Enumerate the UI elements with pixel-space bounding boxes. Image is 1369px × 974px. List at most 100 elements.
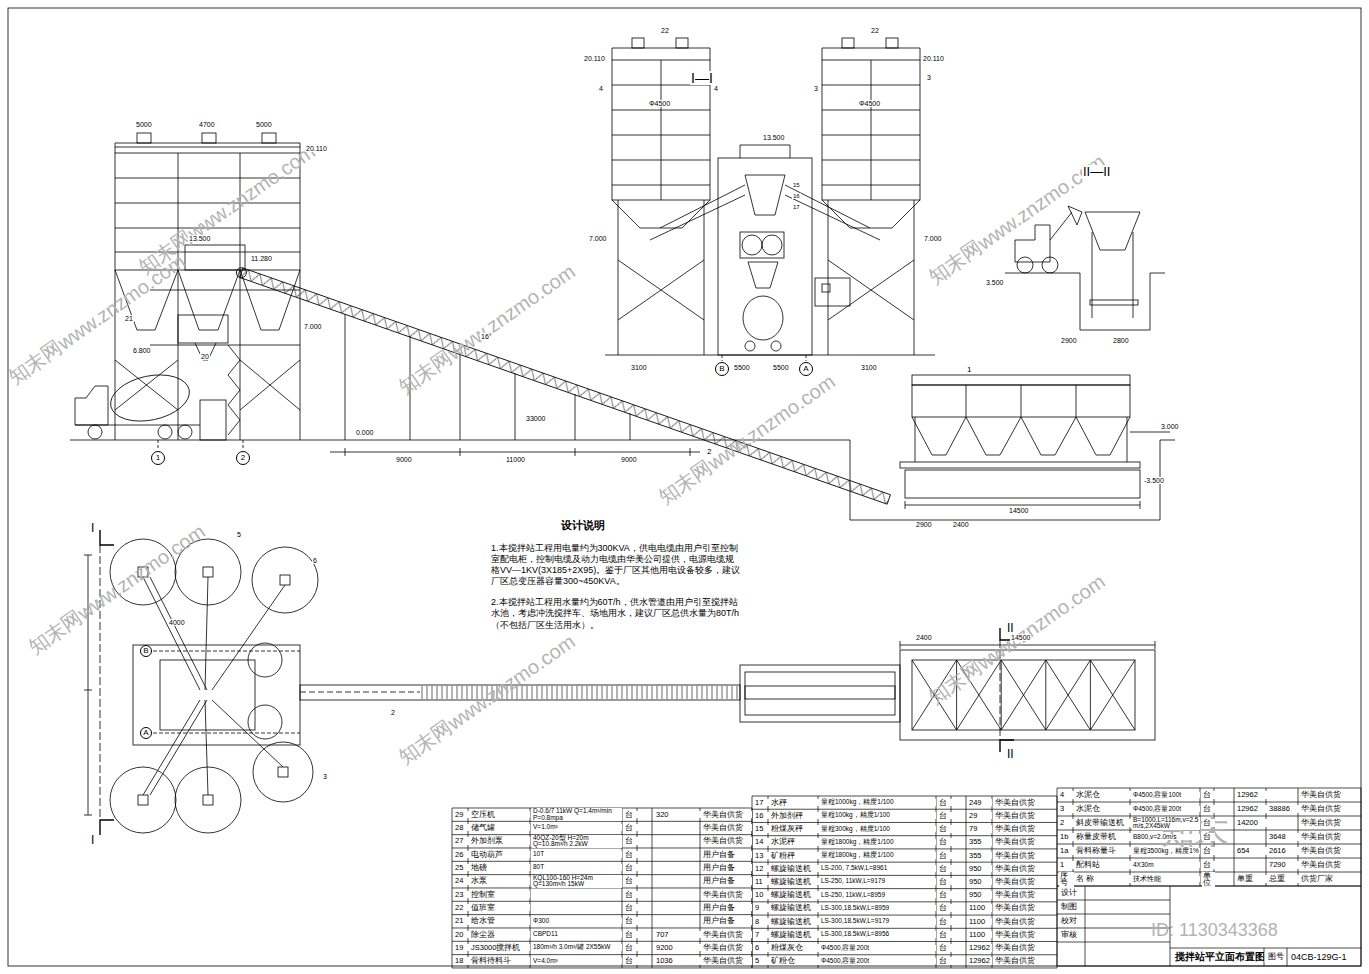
- parts-table: [752, 967, 1057, 968]
- table-cell: 950: [968, 878, 992, 886]
- table-cell: 台: [938, 931, 952, 939]
- table-cell: 19: [454, 944, 470, 952]
- table-cell: 24: [454, 877, 470, 885]
- conveyor-plan: [300, 665, 900, 722]
- loader-section: [1005, 206, 1165, 330]
- conveyor-plan: [300, 692, 420, 693]
- table-cell: Φ300: [532, 918, 622, 925]
- table-cell: 4X30m: [1132, 862, 1200, 869]
- tower-section: [605, 145, 935, 361]
- table-cell: 320: [655, 811, 701, 819]
- parts-table: [1234, 788, 1235, 886]
- section-mark: I—I: [690, 71, 714, 86]
- silo-section: [632, 38, 644, 48]
- plant-plan: [153, 651, 300, 733]
- table-cell: 矿粉仓: [770, 957, 819, 965]
- table-cell: 储气罐: [470, 824, 530, 832]
- silo-plan: [278, 767, 288, 777]
- silo-plan: [280, 575, 290, 585]
- table-cell: 图号: [1267, 953, 1285, 961]
- table-cell: 台: [938, 812, 952, 820]
- dimension-label: Φ4500: [648, 100, 671, 107]
- dimension-label: 2400: [952, 521, 970, 528]
- tower-section: [815, 278, 850, 306]
- table-cell: 1100: [968, 904, 992, 912]
- table-cell: Φ4500,容量100t: [1132, 792, 1200, 799]
- table-cell: 1: [1059, 861, 1074, 869]
- table-cell: LS-300,18.5kW,L=9179: [820, 918, 936, 925]
- mixing-tower: [150, 290, 300, 345]
- dimension-label: 2800: [1112, 337, 1130, 344]
- callout-number: 6: [312, 557, 318, 564]
- table-cell: 华美自供货: [1300, 819, 1360, 827]
- silo-section: [822, 48, 920, 60]
- callout-number: 4000: [168, 619, 186, 626]
- axis-label: A: [803, 365, 808, 373]
- table-cell: V=1.0m³: [532, 824, 622, 831]
- table-cell: 螺旋输送机: [770, 904, 819, 912]
- cement-silo: [137, 133, 151, 143]
- dimension-label: 15: [792, 182, 801, 188]
- tower-section: [748, 262, 778, 288]
- axis-bubble: A: [799, 362, 813, 376]
- table-cell: V=4.0m³: [532, 958, 622, 965]
- table-cell: 3648: [1268, 833, 1299, 841]
- table-cell: 12962: [1236, 791, 1267, 799]
- table-cell: 电动葫芦: [470, 851, 530, 859]
- silo-plan: [203, 795, 213, 805]
- table-cell: 6: [754, 944, 769, 952]
- table-cell: 38886: [1268, 805, 1299, 813]
- loader-section: [1068, 206, 1082, 225]
- silo-plan: [138, 795, 148, 805]
- table-cell: 7290: [1268, 861, 1299, 869]
- parts-table: [1057, 802, 1361, 803]
- table-cell: 校对: [1060, 917, 1078, 925]
- silo-section: [612, 200, 710, 228]
- table-cell: 28: [454, 824, 470, 832]
- tower-section: [771, 341, 781, 351]
- table-cell: Φ4500,容量200t: [820, 958, 936, 965]
- section-cut-mark: [100, 530, 1014, 835]
- parts-table: [1361, 886, 1362, 966]
- dimension-label: 20.110: [922, 55, 945, 62]
- table-cell: LS-250, 11kW,L=8959: [820, 892, 936, 899]
- table-cell: 台: [624, 904, 638, 912]
- table-cell: 台: [938, 865, 952, 873]
- silo-plan: [253, 742, 313, 802]
- table-cell: 华美自供货: [994, 852, 1056, 860]
- table-cell: 台: [624, 824, 638, 832]
- mixer-truck: [158, 425, 172, 439]
- table-cell: 华美自供货: [702, 811, 752, 819]
- table-cell: 26: [454, 851, 470, 859]
- table-cell: 249: [968, 799, 992, 807]
- aggregate-bins: [905, 470, 1140, 498]
- table-cell: 04CB-129G-1: [1290, 953, 1348, 962]
- table-cell: 80T: [532, 864, 622, 871]
- dimension-label: 9000: [620, 456, 638, 463]
- table-cell: 10: [754, 891, 769, 899]
- parts-table: [752, 888, 1057, 889]
- table-cell: 华美自供货: [1300, 861, 1360, 869]
- mixer-truck: [75, 386, 108, 425]
- parts-table: [452, 927, 752, 928]
- table-cell: 台: [624, 864, 638, 872]
- conveyor-plan: [740, 665, 900, 722]
- parts-table: [652, 808, 653, 968]
- table-cell: 2: [1059, 819, 1074, 827]
- parts-table: [752, 915, 1057, 916]
- table-cell: JS3000搅拌机: [470, 944, 530, 952]
- dimension-label: 6.800: [132, 347, 152, 354]
- table-cell: 华美自供货: [994, 865, 1056, 873]
- parts-table: [452, 941, 752, 942]
- table-cell: 22: [454, 904, 470, 912]
- axis-bubble: B: [140, 645, 152, 657]
- aggregate-bins: [900, 375, 1170, 509]
- table-cell: 3: [1059, 805, 1074, 813]
- dimension-label: 2900: [915, 521, 933, 528]
- dimension-label: Φ4500: [858, 100, 881, 107]
- table-cell: B=1000,L=116m,v=2.5m/s,2X45kW: [1132, 817, 1200, 830]
- silo-section: [822, 200, 920, 228]
- dimension-label: 11.280: [250, 255, 273, 262]
- dimension-label: 3: [813, 85, 819, 92]
- table-cell: 707: [655, 931, 701, 939]
